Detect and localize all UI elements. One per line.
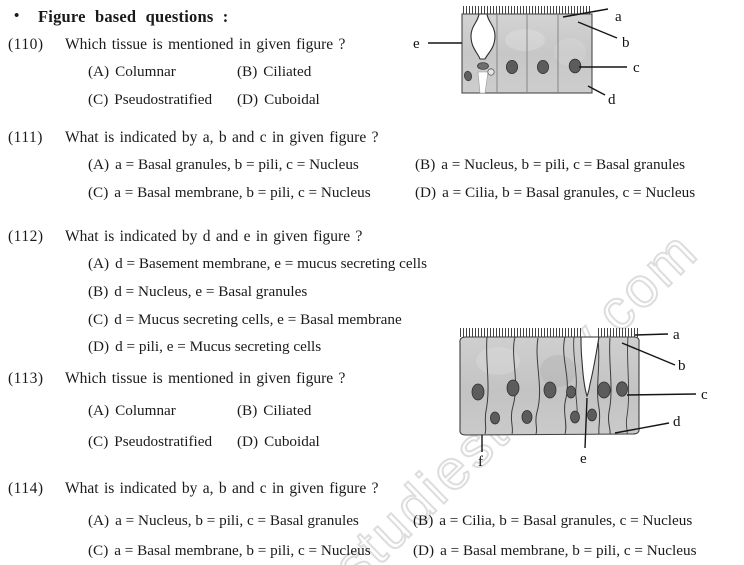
intercellular-gap <box>477 71 489 94</box>
question-114-number: (114) <box>8 480 44 497</box>
question-113-option-b: (B)Ciliated <box>237 402 312 419</box>
figure1-label-c: c <box>633 60 640 76</box>
figure1-label-b: b <box>622 35 630 51</box>
tissue-highlight <box>554 38 586 66</box>
basal-nucleus <box>570 410 580 424</box>
nucleus <box>616 381 628 397</box>
basal-nucleus <box>521 410 533 424</box>
section-title: Figure based questions : <box>38 7 229 26</box>
goblet-cell <box>470 13 496 60</box>
question-111-option-c: (C)a = Basal membrane, b = pili, c = Nuc… <box>88 184 371 201</box>
question-111-option-d: (D)a = Cilia, b = Basal granules, c = Nu… <box>415 184 696 201</box>
cilia-fringe <box>460 328 583 337</box>
tissue-shading <box>540 355 576 387</box>
question-112-option-a: (A)d = Basement membrane, e = mucus secr… <box>88 255 428 272</box>
figure1-label-e: e <box>413 36 420 52</box>
section-bullet-icon: • <box>14 8 20 24</box>
question-114-option-d: (D)a = Basal membrane, b = pili, c = Nuc… <box>413 542 697 559</box>
question-111-option-a: (A)a = Basal granules, b = pili, c = Nuc… <box>88 156 359 173</box>
question-112-option-b: (B)d = Nucleus, e = Basal granules <box>88 283 308 300</box>
figure-pseudostratified-epithelium: a b c d e f <box>459 327 708 468</box>
question-110-option-a: (A)Columnar <box>88 63 176 80</box>
question-110-number: (110) <box>8 36 44 53</box>
goblet-cell-opening <box>580 336 600 398</box>
question-114-option-a: (A)a = Nucleus, b = pili, c = Basal gran… <box>88 512 359 529</box>
figure2-label-d: d <box>673 414 681 430</box>
nucleus <box>506 60 519 75</box>
question-113-option-a: (A)Columnar <box>88 402 176 419</box>
question-111-text: What is indicated by a, b and c in given… <box>65 129 379 146</box>
nucleus <box>506 379 520 397</box>
figure2-label-e: e <box>580 451 587 467</box>
cilia-fringe <box>598 328 640 337</box>
basal-nucleus <box>463 70 473 82</box>
nucleus <box>597 381 611 399</box>
nucleus <box>543 381 557 399</box>
cell-boundary <box>484 336 489 435</box>
question-112-option-d: (D)d = pili, e = Mucus secreting cells <box>88 338 322 355</box>
leader-line-a <box>634 333 669 336</box>
figure2-label-b: b <box>678 358 686 374</box>
question-112-text: What is indicated by d and e in given fi… <box>65 228 363 245</box>
cell-boundary <box>607 337 612 435</box>
leader-line-a <box>562 8 609 18</box>
leader-line-d <box>614 422 670 434</box>
question-111-option-b: (B)a = Nucleus, b = pili, c = Basal gran… <box>415 156 685 173</box>
question-114-option-c: (C)a = Basal membrane, b = pili, c = Nuc… <box>88 542 371 559</box>
question-113-number: (113) <box>8 370 44 387</box>
question-111-number: (111) <box>8 129 43 146</box>
question-112-number: (112) <box>8 228 44 245</box>
figure2-label-c: c <box>701 387 708 403</box>
question-110-option-c: (C)Pseudostratified <box>88 91 213 108</box>
figure1-label-a: a <box>615 9 622 25</box>
figure1-label-d: d <box>608 92 616 108</box>
question-110-option-b: (B)Ciliated <box>237 63 312 80</box>
basal-nucleus <box>490 411 501 425</box>
small-vesicle <box>487 68 495 76</box>
cell-boundary <box>563 336 568 435</box>
cell-boundary <box>597 339 601 435</box>
cell-boundary <box>573 336 578 417</box>
nucleus <box>566 385 576 399</box>
question-113-option-c: (C)Pseudostratified <box>88 433 213 450</box>
cell-boundary <box>625 336 630 435</box>
leader-line-d <box>587 85 606 96</box>
leader-line-c <box>626 393 697 396</box>
question-113-option-d: (D)Cuboidal <box>237 433 320 450</box>
question-112-option-c: (C)d = Mucus secreting cells, e = Basal … <box>88 311 402 328</box>
figure-ciliated-columnar-epithelium: a b c d e <box>413 6 640 108</box>
tissue-highlight <box>505 29 545 51</box>
question-114-text: What is indicated by a, b and c in given… <box>65 480 379 497</box>
question-110-text: Which tissue is mentioned in given figur… <box>65 36 346 53</box>
basal-nucleus <box>587 408 597 422</box>
nucleus <box>471 383 485 401</box>
basal-granule <box>477 62 489 70</box>
cell-boundary <box>535 337 540 435</box>
question-114-option-b: (B)a = Cilia, b = Basal granules, c = Nu… <box>413 512 693 529</box>
question-110-option-d: (D)Cuboidal <box>237 91 320 108</box>
nucleus <box>568 58 582 74</box>
figure2-label-f: f <box>478 454 483 468</box>
cilia-fringe <box>462 6 592 15</box>
leader-line-b <box>577 21 618 39</box>
leader-line-b <box>621 342 676 366</box>
question-113-text: Which tissue is mentioned in given figur… <box>65 370 346 387</box>
cell-boundary <box>510 336 517 435</box>
leader-line-e <box>584 397 588 449</box>
figure2-label-a: a <box>673 327 680 343</box>
nucleus <box>536 60 549 75</box>
